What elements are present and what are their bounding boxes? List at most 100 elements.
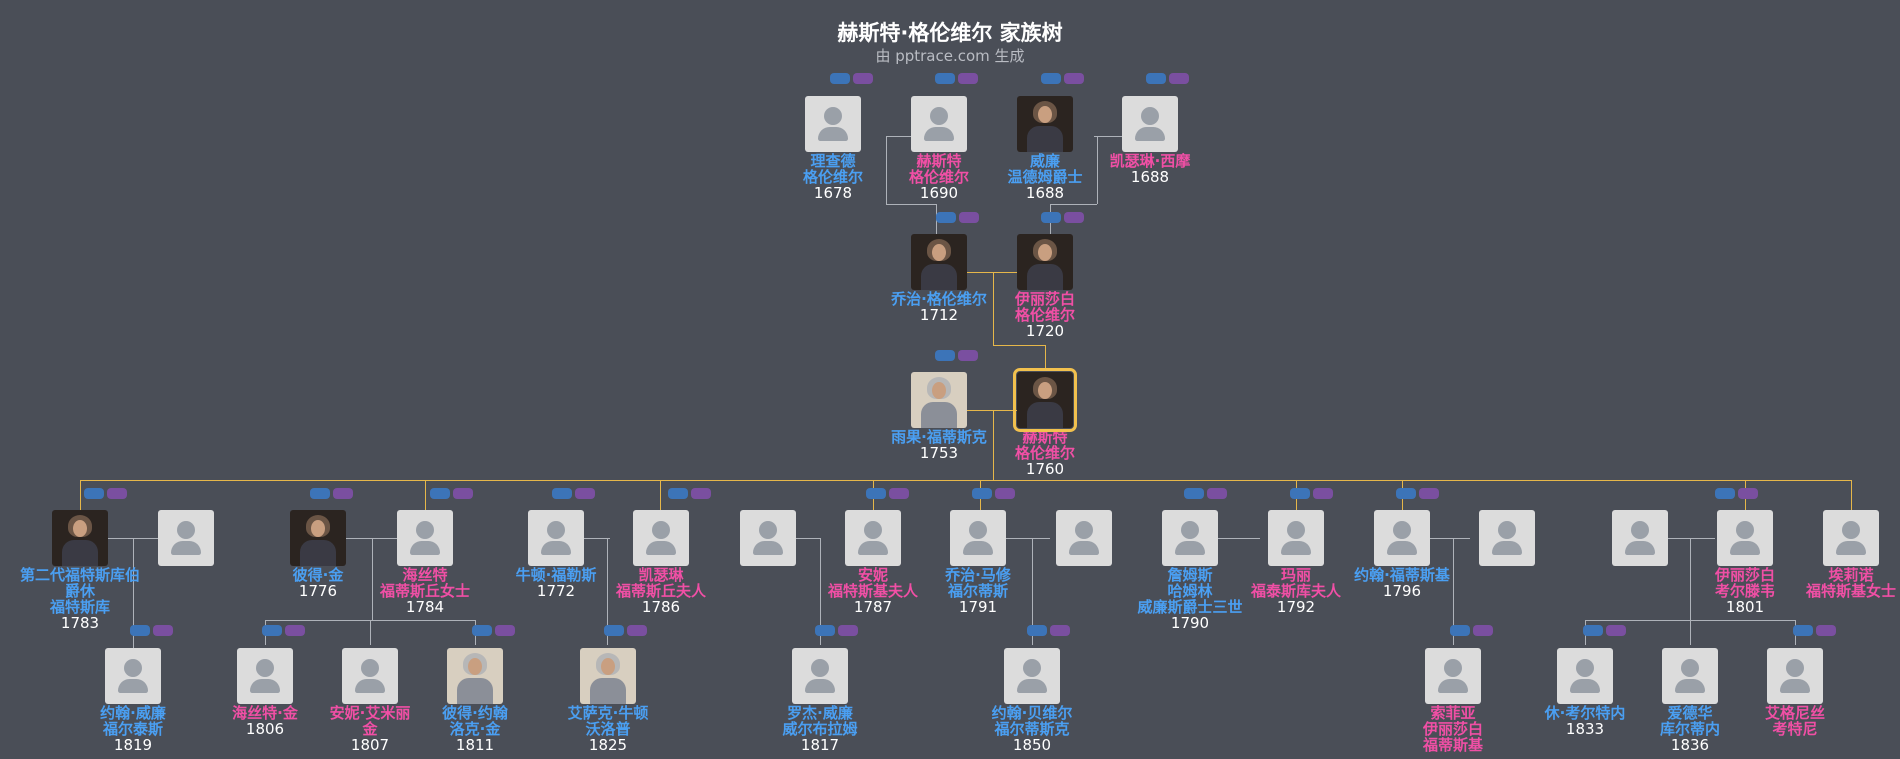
person-name: 安妮·艾米丽金 (329, 704, 411, 738)
expand-parents-button[interactable] (310, 488, 330, 499)
expand-spouse-button[interactable] (453, 488, 473, 499)
expand-parents-button[interactable] (1290, 488, 1310, 499)
expand-spouse-button[interactable] (1064, 73, 1084, 84)
highlight-connector-line (993, 410, 994, 480)
expand-spouse-button[interactable] (889, 488, 909, 499)
expand-spouse-button[interactable] (495, 625, 515, 636)
expand-parents-button[interactable] (262, 625, 282, 636)
expand-parents-button[interactable] (1793, 625, 1813, 636)
expand-parents-button[interactable] (1396, 488, 1416, 499)
person-card[interactable]: 埃莉诺福特斯基女士 (1786, 510, 1900, 599)
expand-spouse-button[interactable] (838, 625, 858, 636)
expand-parents-button[interactable] (1041, 212, 1061, 223)
expand-spouse-button[interactable] (958, 350, 978, 361)
person-card[interactable]: 艾格尼丝考特尼 (1730, 648, 1860, 737)
expand-spouse-button[interactable] (691, 488, 711, 499)
person-name: 安妮福特斯基夫人 (827, 566, 918, 600)
avatar-placeholder-icon (397, 510, 453, 566)
expand-parents-button[interactable] (130, 625, 150, 636)
expand-parents-button[interactable] (1027, 625, 1047, 636)
expand-spouse-button[interactable] (1064, 212, 1084, 223)
expand-spouse-button[interactable] (1313, 488, 1333, 499)
expand-parents-button[interactable] (1583, 625, 1603, 636)
expand-parents-button[interactable] (552, 488, 572, 499)
expand-spouse-button[interactable] (575, 488, 595, 499)
expand-spouse-button[interactable] (1473, 625, 1493, 636)
person-card-unnamed[interactable] (1019, 510, 1149, 566)
expand-spouse-button[interactable] (1606, 625, 1626, 636)
expand-parents-button[interactable] (604, 625, 624, 636)
expand-parents-button[interactable] (866, 488, 886, 499)
expand-parents-button[interactable] (935, 73, 955, 84)
expand-spouse-button[interactable] (285, 625, 305, 636)
expand-spouse-button[interactable] (995, 488, 1015, 499)
expand-spouse-button[interactable] (1419, 488, 1439, 499)
expand-parents-button[interactable] (1450, 625, 1470, 636)
expand-spouse-button[interactable] (1169, 73, 1189, 84)
expand-parents-button[interactable] (1041, 73, 1061, 84)
person-card[interactable]: 索菲亚伊丽莎白福蒂斯基 (1388, 648, 1518, 753)
expand-parents-button[interactable] (936, 212, 956, 223)
connector-line (372, 538, 373, 620)
expand-parents-button[interactable] (815, 625, 835, 636)
expand-parents-button[interactable] (84, 488, 104, 499)
highlight-connector-line (80, 480, 1852, 481)
portrait-figure (921, 402, 957, 428)
expand-parents-button[interactable] (1715, 488, 1735, 499)
expand-spouse-button[interactable] (333, 488, 353, 499)
expand-parents-button[interactable] (430, 488, 450, 499)
person-card-unnamed[interactable] (121, 510, 251, 566)
expand-spouse-button[interactable] (107, 488, 127, 499)
person-card-unnamed[interactable] (703, 510, 833, 566)
expand-spouse-button[interactable] (958, 73, 978, 84)
expand-parents-button[interactable] (1184, 488, 1204, 499)
expand-spouse-button[interactable] (627, 625, 647, 636)
expand-spouse-button[interactable] (1816, 625, 1836, 636)
expand-spouse-button[interactable] (1050, 625, 1070, 636)
person-name: 罗杰·威廉威尔布拉姆 (782, 704, 858, 738)
expand-parents-button[interactable] (972, 488, 992, 499)
expand-spouse-button[interactable] (853, 73, 873, 84)
expand-parents-button[interactable] (472, 625, 492, 636)
expand-parents-button[interactable] (935, 350, 955, 361)
silhouette-shape (924, 127, 954, 141)
person-card-unnamed[interactable] (1575, 510, 1705, 566)
expand-parents-button[interactable] (1146, 73, 1166, 84)
expand-parents-button[interactable] (668, 488, 688, 499)
person-card-unnamed[interactable] (1442, 510, 1572, 566)
expand-spouse-button[interactable] (959, 212, 979, 223)
expand-parents-button[interactable] (830, 73, 850, 84)
expand-spouse-button[interactable] (153, 625, 173, 636)
expand-spouse-button[interactable] (1738, 488, 1758, 499)
expand-spouse-button[interactable] (1207, 488, 1227, 499)
